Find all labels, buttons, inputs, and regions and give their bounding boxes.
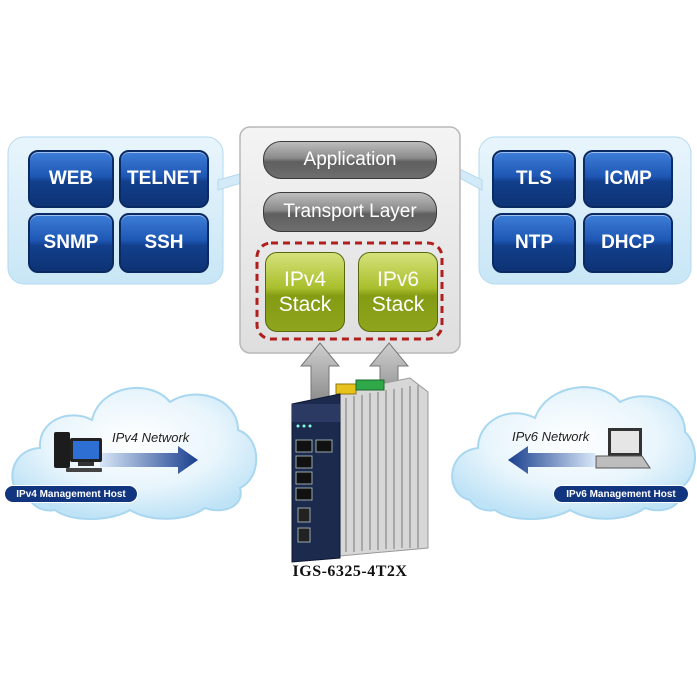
laptop-icon	[595, 428, 651, 469]
ipv6-network-arrow	[508, 446, 595, 474]
ssh-button: SSH	[119, 213, 209, 273]
ipv4-network-arrow	[100, 446, 198, 474]
icmp-button: ICMP	[583, 150, 673, 208]
ipv4-network-label: IPv4 Network	[112, 430, 190, 445]
ipv4-stack: IPv4 Stack	[265, 252, 345, 332]
device-model-label: IGS-6325-4T2X	[292, 563, 408, 580]
telnet-button: TELNET	[119, 150, 209, 208]
tls-button: TLS	[492, 150, 576, 208]
transport-layer: Transport Layer	[263, 192, 437, 232]
snmp-button: SNMP	[28, 213, 114, 273]
ipv6-network-label: IPv6 Network	[512, 429, 590, 444]
application-layer: Application	[263, 141, 437, 179]
ip-stack-dashed-box	[255, 241, 444, 341]
ipv4-management-host-label: IPv4 Management Host	[4, 485, 138, 503]
switch-device-image	[291, 377, 429, 563]
ipv6-management-host-label: IPv6 Management Host	[553, 485, 689, 503]
ipv4-up-arrow	[299, 342, 341, 401]
web-button: WEB	[28, 150, 114, 208]
dhcp-button: DHCP	[583, 213, 673, 273]
ntp-button: NTP	[492, 213, 576, 273]
ipv6-stack: IPv6 Stack	[358, 252, 438, 332]
desktop-computer-icon	[54, 432, 102, 472]
